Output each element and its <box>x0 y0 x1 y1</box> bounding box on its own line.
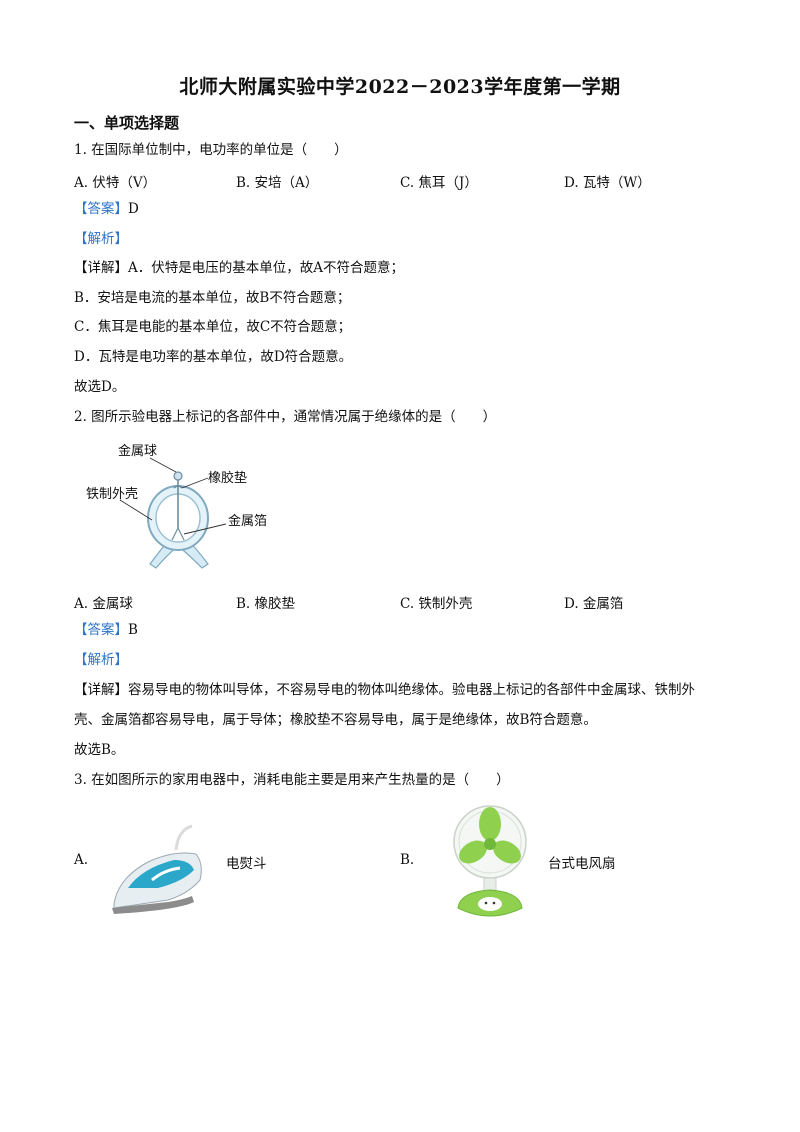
detail-text: 壳、金属箔都容易导电，属于导体；橡胶垫不容易导电，属于是绝缘体，故B符合题意。 <box>74 712 597 728</box>
detail-text: 容易导电的物体叫导体，不容易导电的物体叫绝缘体。验电器上标记的各部件中金属球、铁… <box>128 682 695 698</box>
answer-value: D <box>128 201 139 217</box>
q3-option-a-letter: A. <box>74 852 89 868</box>
answer-tag: 【答案】 <box>74 622 128 638</box>
q3-option-a-label: 电熨斗 <box>226 856 267 872</box>
answer-value: B <box>128 622 138 638</box>
q1-option-b: B. 安培（A） <box>236 175 319 191</box>
detail-tag: 【详解】 <box>74 682 128 698</box>
iron-image <box>112 824 202 914</box>
q2-option-b: B. 橡胶垫 <box>236 596 296 612</box>
q3-option-b-label: 台式电风扇 <box>548 856 616 872</box>
section-heading: 一、单项选择题 <box>74 114 180 132</box>
q3-option-b-letter: B. <box>400 852 415 868</box>
label-metal-ball: 金属球 <box>118 443 157 459</box>
conclusion: 故选D。 <box>74 379 126 395</box>
analysis-tag: 【解析】 <box>74 652 128 668</box>
detail-tag: 【详解】 <box>74 260 128 276</box>
q2-detail-line: 【详解】容易导电的物体叫导体，不容易导电的物体叫绝缘体。验电器上标记的各部件中金… <box>74 681 695 699</box>
q1-option-c: C. 焦耳（J） <box>400 175 478 191</box>
q2-option-d: D. 金属箔 <box>564 596 624 612</box>
q2-stem: 2. 图所示验电器上标记的各部件中，通常情况属于绝缘体的是（ ） <box>74 409 497 425</box>
q1-stem: 1. 在国际单位制中，电功率的单位是（ ） <box>74 142 348 158</box>
q1-answer-line: 【答案】D <box>74 200 139 218</box>
label-metal-foil: 金属箔 <box>228 513 267 529</box>
conclusion: 故选B。 <box>74 742 125 758</box>
electroscope-figure: 金属球 橡胶垫 铁制外壳 金属箔 <box>86 443 267 569</box>
detail-text: C．焦耳是电能的基本单位，故C不符合题意； <box>74 319 352 335</box>
label-iron-shell: 铁制外壳 <box>86 487 138 502</box>
desk-fan-image <box>453 805 527 917</box>
q1-detail-line: 【详解】A．伏特是电压的基本单位，故A不符合题意； <box>74 259 404 277</box>
q2-option-c: C. 铁制外壳 <box>400 596 473 612</box>
detail-text: B．安培是电流的基本单位，故B不符合题意； <box>74 290 351 306</box>
detail-text: A．伏特是电压的基本单位，故A不符合题意； <box>128 260 404 276</box>
label-rubber-pad: 橡胶垫 <box>208 470 247 486</box>
q2-answer-line: 【答案】B <box>74 621 138 639</box>
q1-option-d: D. 瓦特（W） <box>564 175 651 191</box>
q2-option-a: A. 金属球 <box>74 596 133 612</box>
detail-text: D．瓦特是电功率的基本单位，故D符合题意。 <box>74 349 353 365</box>
document-title: 北师大附属实验中学2022－2023学年度第一学期 <box>179 76 621 98</box>
q3-stem: 3. 在如图所示的家用电器中，消耗电能主要是用来产生热量的是（ ） <box>74 772 510 788</box>
answer-tag: 【答案】 <box>74 201 128 217</box>
analysis-tag: 【解析】 <box>74 231 128 247</box>
q1-option-a: A. 伏特（V） <box>74 175 157 191</box>
